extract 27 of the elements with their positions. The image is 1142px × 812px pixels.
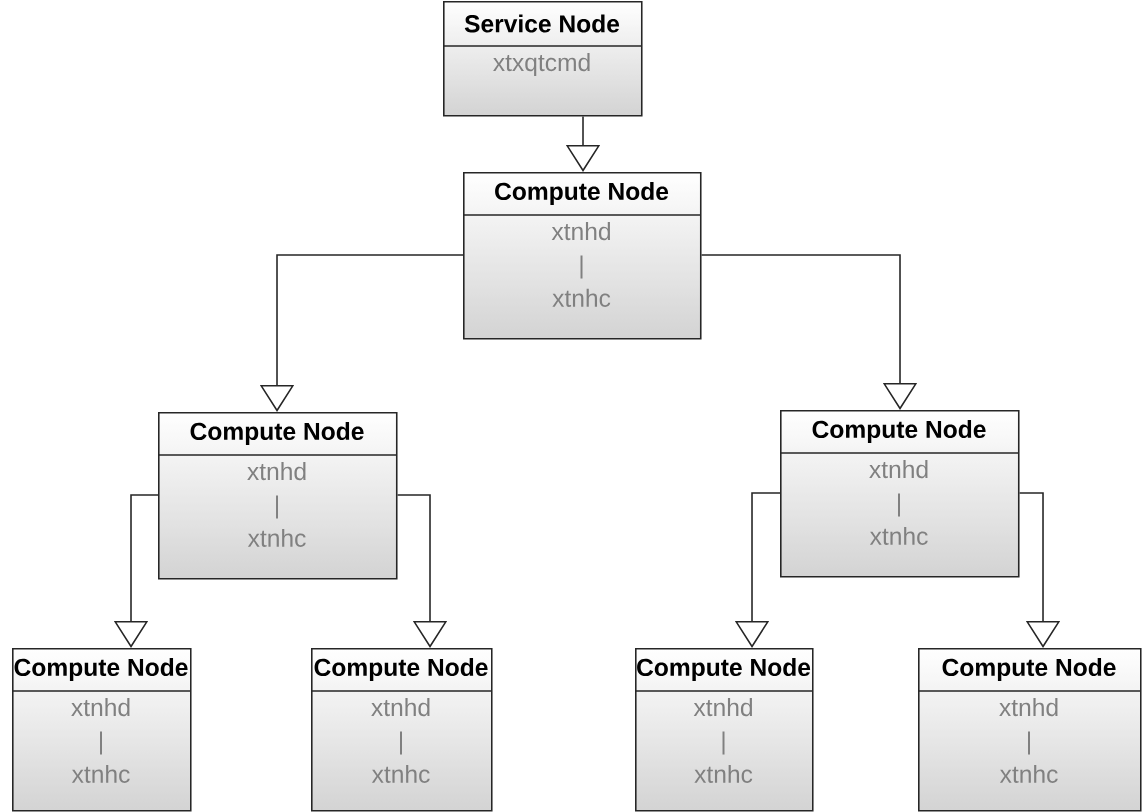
class-box	[442, 1, 643, 117]
class-box	[11, 648, 192, 812]
node-title: Compute Node	[495, 182, 669, 205]
node-title: Compute Node	[637, 658, 811, 681]
node-text: xtnhd | xtnhc	[551, 222, 611, 307]
class-box	[634, 648, 814, 812]
class-box	[310, 648, 493, 812]
node-text: xtnhd | xtnhc	[693, 698, 753, 783]
node-text: xtnhd | xtnhc	[71, 698, 130, 783]
node-title: Service Node	[464, 14, 620, 33]
arrow	[700, 254, 918, 410]
node-title: Compute Node	[812, 420, 986, 443]
class-box	[917, 648, 1142, 812]
node-text: xtnhd | xtnhc	[869, 460, 928, 545]
node-title: Compute Node	[942, 658, 1116, 681]
class-box	[462, 172, 702, 340]
node-text: xtxqtcmd	[493, 53, 590, 77]
class-box	[779, 410, 1020, 578]
node-title: Compute Node	[190, 422, 364, 445]
node-text: xtnhd | xtnhc	[371, 698, 430, 783]
class-box	[157, 412, 398, 580]
node-text: xtnhd | xtnhc	[247, 462, 306, 547]
arrow	[1018, 492, 1061, 648]
node-text: xtnhd | xtnhc	[999, 698, 1058, 783]
arrow	[396, 494, 448, 648]
node-title: Compute Node	[314, 658, 488, 681]
node-title: Compute Node	[14, 658, 188, 681]
